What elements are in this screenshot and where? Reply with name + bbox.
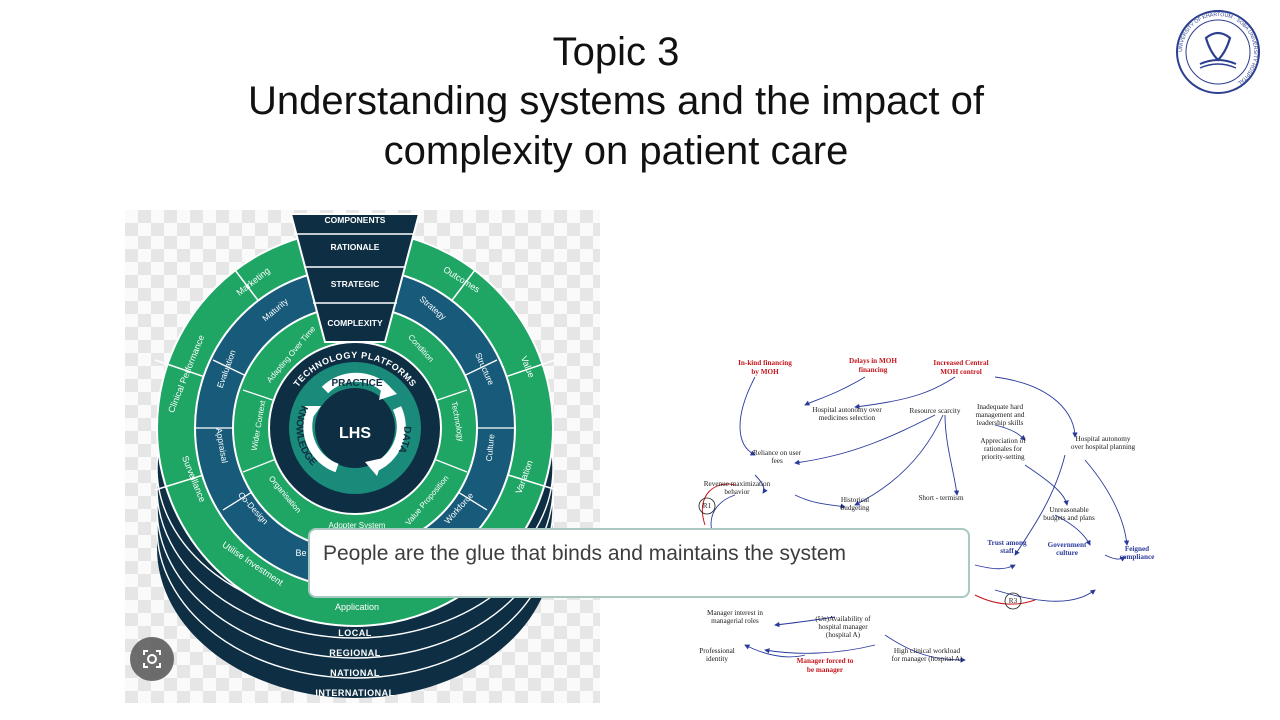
node-inadequate-skills: Inadequate hard bbox=[977, 403, 1024, 411]
loop-r1: R1 bbox=[703, 502, 712, 510]
slide-title-line-3: complexity on patient care bbox=[0, 126, 1232, 176]
caption-text: People are the glue that binds and maint… bbox=[323, 542, 846, 566]
column-strategic: STRATEGIC bbox=[331, 279, 379, 289]
node-unreasonable-budgets-2: budgets and plans bbox=[1043, 514, 1095, 522]
node-autonomy-planning-2: over hospital planning bbox=[1071, 443, 1136, 451]
node-autonomy-medicines: Hospital autonomy over bbox=[812, 406, 882, 414]
node-availability-2: hospital manager bbox=[818, 623, 868, 631]
node-clinical-workload-2: for manager (hospital A) bbox=[892, 655, 963, 663]
node-in-kind-financing: In-kind financing bbox=[738, 359, 792, 367]
lhs-diagram: TECHNOLOGY PLATFORMS LHS PRACTICE DATA K… bbox=[125, 210, 600, 703]
node-government-culture: Government bbox=[1048, 541, 1087, 549]
node-manager-forced-2: be manager bbox=[807, 666, 844, 674]
node-manager-interest: Manager interest in bbox=[707, 609, 763, 617]
cycle-practice: PRACTICE bbox=[331, 378, 382, 389]
node-trust-staff: Trust among bbox=[987, 539, 1027, 547]
level-local: LOCAL bbox=[338, 628, 372, 638]
node-manager-forced: Manager forced to bbox=[797, 657, 854, 665]
node-unreasonable-budgets: Unreasonable bbox=[1049, 506, 1089, 514]
loop-r3: R3 bbox=[1009, 597, 1018, 605]
node-appreciation-3: priority-setting bbox=[981, 453, 1025, 461]
node-revenue-max-2: behavior bbox=[724, 488, 750, 496]
bottom-application: Application bbox=[335, 602, 379, 612]
slide-title-line-2: Understanding systems and the impact of bbox=[0, 76, 1232, 126]
level-regional: REGIONAL bbox=[329, 648, 381, 658]
node-trust-staff-2: staff bbox=[1000, 547, 1014, 555]
slide-title-line-1: Topic 3 bbox=[0, 27, 1232, 77]
node-reliance-fees: Reliance on user bbox=[753, 449, 802, 457]
node-appreciation-2: rationales for bbox=[984, 445, 1023, 453]
node-government-culture-2: culture bbox=[1056, 549, 1078, 557]
node-availability: (Un)Availability of bbox=[815, 615, 871, 623]
node-autonomy-medicines-2: medicines selection bbox=[819, 414, 876, 422]
bottom-be: Be bbox=[295, 548, 306, 558]
column-complexity: COMPLEXITY bbox=[327, 318, 383, 328]
lens-search-button[interactable] bbox=[130, 637, 174, 681]
node-professional-identity: Professional bbox=[699, 647, 735, 655]
node-reliance-fees-2: fees bbox=[771, 457, 783, 465]
node-resource-scarcity: Resource scarcity bbox=[910, 407, 961, 415]
node-autonomy-planning: Hospital autonomy bbox=[1076, 435, 1131, 443]
node-professional-identity-2: identity bbox=[706, 655, 728, 663]
node-central-control: Increased Central bbox=[933, 359, 988, 367]
node-delays-moh: Delays in MOH bbox=[849, 357, 897, 365]
column-rationale: RATIONALE bbox=[331, 242, 380, 252]
node-feigned-compliance-2: compliance bbox=[1120, 553, 1155, 561]
node-in-kind-financing-2: by MOH bbox=[751, 368, 779, 376]
lhs-center: LHS bbox=[339, 425, 371, 442]
node-short-termism: Short - termism bbox=[918, 494, 964, 502]
node-appreciation: Appreciation of bbox=[980, 437, 1026, 445]
university-logo: UNIVERSITY OF KHARTOUM · SOBA UNIVERSITY… bbox=[1170, 8, 1266, 96]
node-feigned-compliance: Feigned bbox=[1125, 545, 1149, 553]
node-historical-budgeting-2: budgeting bbox=[841, 504, 870, 512]
level-national: NATIONAL bbox=[330, 668, 380, 678]
node-revenue-max: Revenue maximization bbox=[704, 480, 771, 488]
node-manager-interest-2: managerial roles bbox=[711, 617, 759, 625]
caption-box: People are the glue that binds and maint… bbox=[308, 528, 970, 598]
level-international: INTERNATIONAL bbox=[315, 688, 394, 698]
node-historical-budgeting: Historical bbox=[841, 496, 869, 504]
camera-search-icon bbox=[130, 637, 174, 681]
column-components: COMPONENTS bbox=[325, 215, 386, 225]
node-clinical-workload: High clinical workload bbox=[894, 647, 961, 655]
node-central-control-2: MOH control bbox=[940, 368, 982, 376]
causal-loop-diagram: In-kind financing by MOH Delays in MOH f… bbox=[695, 355, 1165, 685]
node-availability-3: (hospital A) bbox=[826, 631, 861, 639]
node-inadequate-skills-3: leadership skills bbox=[977, 419, 1024, 427]
node-delays-moh-2: financing bbox=[859, 366, 888, 374]
node-inadequate-skills-2: management and bbox=[976, 411, 1025, 419]
